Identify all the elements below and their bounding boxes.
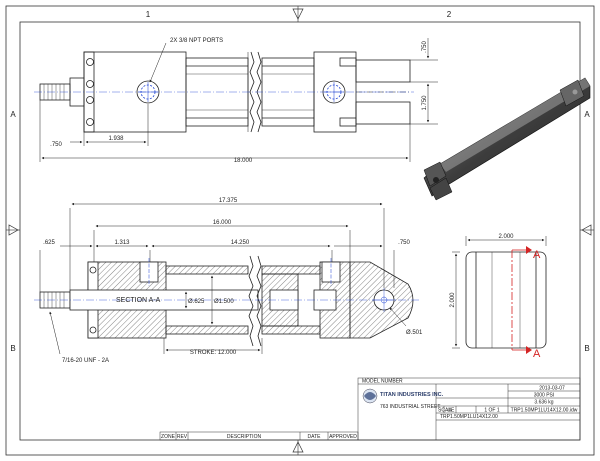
rev-header-zone: ZONE bbox=[161, 434, 176, 440]
zone-label-right-a: A bbox=[584, 110, 590, 119]
end-view bbox=[452, 236, 547, 354]
section-view bbox=[34, 255, 420, 347]
scale-label: SCALE bbox=[438, 408, 455, 414]
drawing-date: 2013-03-07 bbox=[539, 386, 565, 392]
dim-rod-left: .625 bbox=[43, 240, 55, 246]
section-mark-bottom: A bbox=[533, 348, 541, 360]
isometric-view bbox=[423, 77, 591, 201]
pressure-rating: 3000 PSI bbox=[534, 393, 555, 399]
address-line-1: 763 INDUSTRIAL STREET bbox=[380, 404, 440, 410]
zone-label-top-1: 1 bbox=[146, 10, 151, 19]
dim-height: 1.750 bbox=[422, 95, 428, 111]
end-view-width: 2.000 bbox=[498, 234, 514, 240]
dim-top-small: .750 bbox=[422, 41, 428, 53]
zone-label-right-b: B bbox=[584, 344, 589, 353]
dim-tube-length: 14.250 bbox=[231, 240, 250, 246]
port-callout: 2X 3/8 NPT PORTS bbox=[170, 38, 223, 44]
dim-head-section: 1.313 bbox=[114, 240, 130, 246]
rev-header-date: DATE bbox=[308, 434, 322, 440]
dim-section-body: 16.000 bbox=[213, 220, 232, 226]
sheet-size: A bbox=[448, 408, 452, 414]
dim-clevis: .750 bbox=[398, 240, 410, 246]
rev-header-rev: REV bbox=[177, 434, 188, 440]
section-mark-top: A bbox=[533, 249, 541, 261]
thread-callout: 7/16-20 UNF - 2A bbox=[62, 358, 109, 364]
dim-stroke: STROKE: 12.000 bbox=[190, 350, 237, 356]
model-number-label: MODEL NUMBER bbox=[362, 379, 403, 385]
sheet-number: 1 OF 1 bbox=[484, 408, 500, 414]
end-view-height: 2.000 bbox=[450, 292, 456, 308]
dim-section-overall: 17.375 bbox=[219, 198, 238, 204]
dim-pin-diameter: Ø.501 bbox=[406, 330, 423, 336]
file-name: TRP1.50MP1LU14X12.00.idw bbox=[511, 408, 578, 414]
zone-label-top-2: 2 bbox=[447, 10, 452, 19]
dim-bore-diameter: Ø1.500 bbox=[214, 299, 234, 305]
dim-rod-end: .750 bbox=[50, 142, 62, 148]
dim-overall-length: 18.000 bbox=[234, 158, 253, 164]
zone-label-left-a: A bbox=[10, 110, 16, 119]
weight: 3.636 kg bbox=[534, 400, 553, 406]
zone-label-left-b: B bbox=[10, 344, 15, 353]
title-block bbox=[159, 377, 581, 441]
part-number: TRP1.50MP1LU14X12.00 bbox=[440, 414, 498, 420]
dim-rod-diameter: Ø.625 bbox=[188, 299, 205, 305]
section-label: SECTION A-A bbox=[116, 297, 161, 304]
side-view-dimensions bbox=[39, 38, 438, 162]
logo-text: TITAN INDUSTRIES INC. bbox=[380, 392, 444, 398]
section-view-dimensions bbox=[39, 202, 407, 355]
side-view bbox=[34, 51, 414, 133]
dim-head-length: 1.938 bbox=[108, 136, 124, 142]
company-logo: TITAN INDUSTRIES INC. bbox=[362, 388, 444, 404]
rev-header-description: DESCRIPTION bbox=[227, 434, 262, 440]
rev-header-approved: APPROVED bbox=[329, 434, 357, 440]
